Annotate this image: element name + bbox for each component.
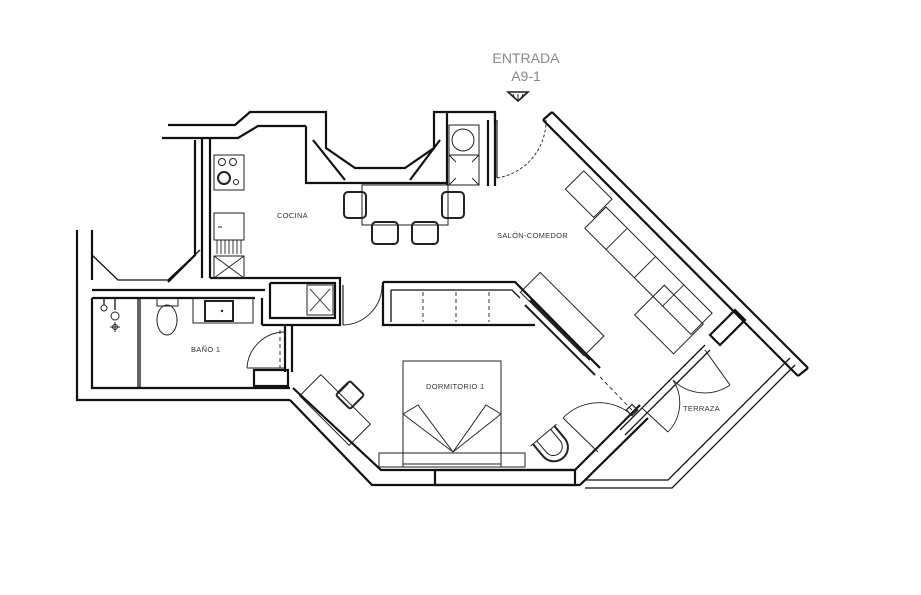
doors	[246, 119, 731, 453]
entrance-title: ENTRADA	[492, 50, 560, 66]
exterior-walls	[75, 110, 809, 489]
room-label-terraza: TERRAZA	[683, 404, 721, 413]
living-furniture	[519, 170, 713, 357]
room-label-cocina: COCINA	[277, 211, 308, 220]
entrance-arrow-icon	[505, 91, 531, 103]
room-label-bano: BAÑO 1	[191, 345, 221, 354]
bedroom-furniture	[298, 360, 569, 468]
room-label-salon-comedor: SALÓN-COMEDOR	[497, 231, 568, 240]
interior-walls	[252, 112, 747, 436]
unit-number: A9-1	[511, 68, 541, 84]
bathroom-fixtures	[100, 297, 254, 336]
kitchen-furniture	[213, 124, 480, 316]
room-label-dormitorio: DORMITORIO 1	[426, 382, 485, 391]
